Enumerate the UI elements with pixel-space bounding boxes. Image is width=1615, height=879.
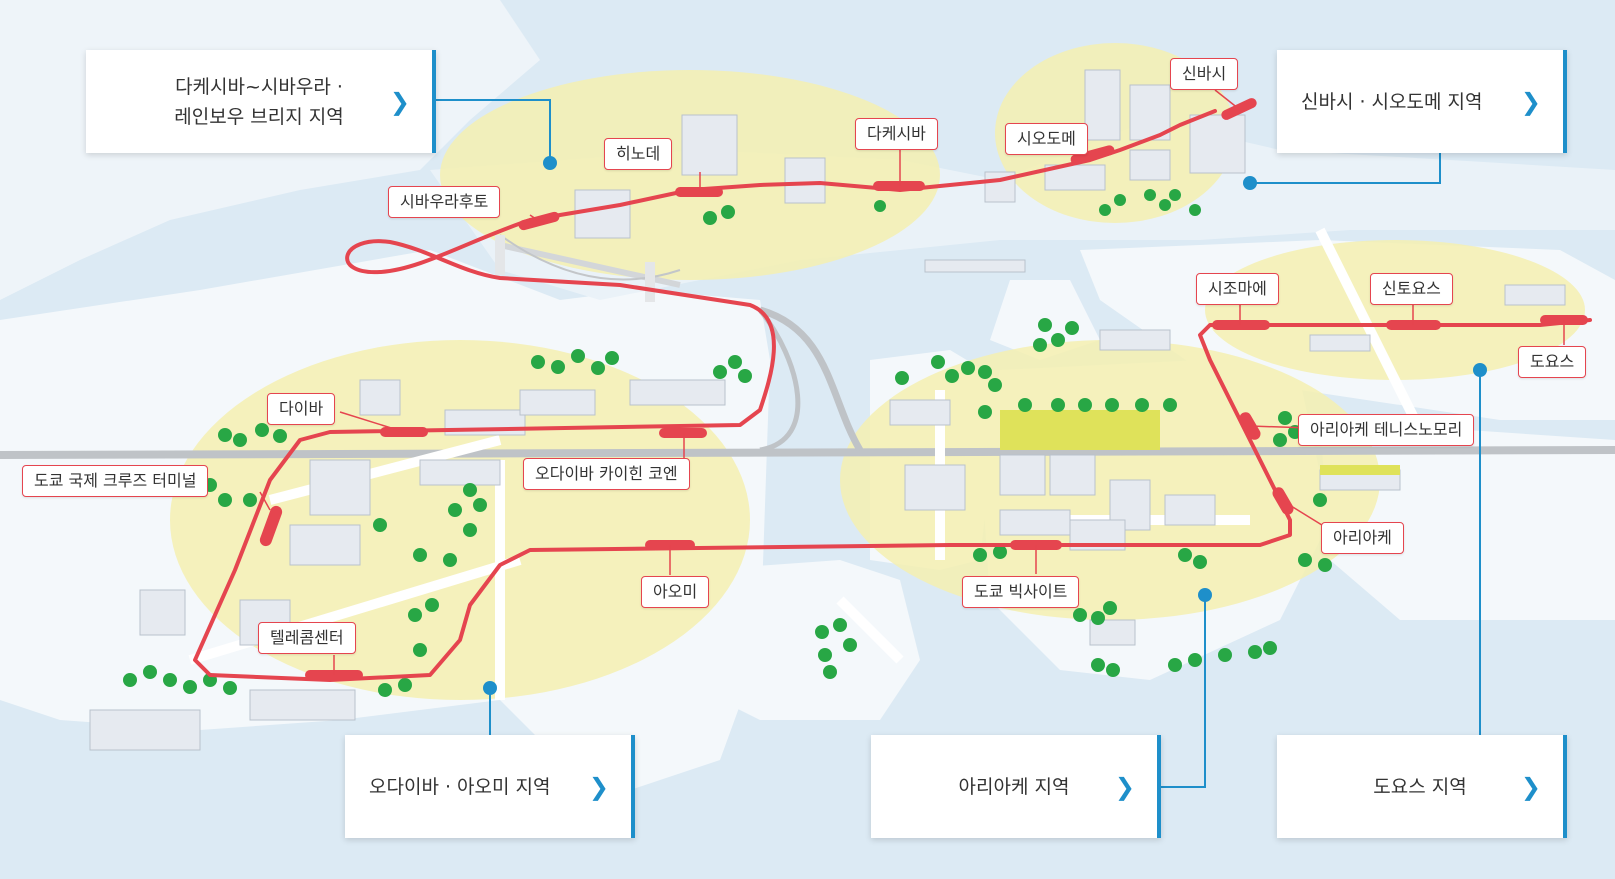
station-tokyo-big-sight[interactable]: 도쿄 빅사이트: [962, 576, 1080, 608]
station-ariake-tennis[interactable]: 아리아케 테니스노모리: [1298, 414, 1475, 446]
area-button-toyosu[interactable]: 도요스 지역 ❯: [1277, 735, 1567, 838]
chevron-right-icon: ❯: [389, 87, 410, 116]
chevron-right-icon: ❯: [1520, 87, 1541, 116]
chevron-right-icon: ❯: [1520, 772, 1541, 801]
area-label: 다케시바~시바우라 · 레인보우 브리지 지역: [174, 75, 344, 128]
station-shibaura-futo[interactable]: 시바우라후토: [388, 186, 501, 218]
station-toyosu[interactable]: 도요스: [1518, 346, 1587, 378]
station-shiodome[interactable]: 시오도메: [1005, 123, 1088, 155]
station-shijomae[interactable]: 시조마에: [1196, 273, 1279, 305]
station-aomi[interactable]: 아오미: [641, 576, 710, 608]
area-button-shimbashi-shiodome[interactable]: 신바시 · 시오도메 지역 ❯: [1277, 50, 1567, 153]
area-label: 아리아케 지역: [958, 775, 1070, 798]
station-shimbashi[interactable]: 신바시: [1170, 58, 1239, 90]
station-takeshiba[interactable]: 다케시바: [855, 118, 938, 150]
station-daiba[interactable]: 다이바: [267, 393, 336, 425]
area-button-ariake[interactable]: 아리아케 지역 ❯: [871, 735, 1161, 838]
chevron-right-icon: ❯: [1114, 772, 1135, 801]
area-label: 도요스 지역: [1373, 775, 1467, 798]
area-label: 오다이바 · 아오미 지역: [369, 775, 551, 798]
area-button-takeshiba-rainbow[interactable]: 다케시바~시바우라 · 레인보우 브리지 지역 ❯: [86, 50, 436, 153]
station-hinode[interactable]: 히노데: [604, 138, 673, 170]
station-ariake[interactable]: 아리아케: [1321, 522, 1404, 554]
chevron-right-icon: ❯: [588, 772, 609, 801]
area-label: 신바시 · 시오도메 지역: [1301, 90, 1483, 113]
station-telecom-center[interactable]: 텔레콤센터: [258, 622, 356, 654]
station-odaiba-kaihinkoen[interactable]: 오다이바 카이힌 코엔: [523, 458, 690, 490]
area-button-odaiba-aomi[interactable]: 오다이바 · 아오미 지역 ❯: [345, 735, 635, 838]
station-cruise-terminal[interactable]: 도쿄 국제 크루즈 터미널: [22, 465, 209, 497]
station-shintoyosu[interactable]: 신토요스: [1370, 273, 1453, 305]
